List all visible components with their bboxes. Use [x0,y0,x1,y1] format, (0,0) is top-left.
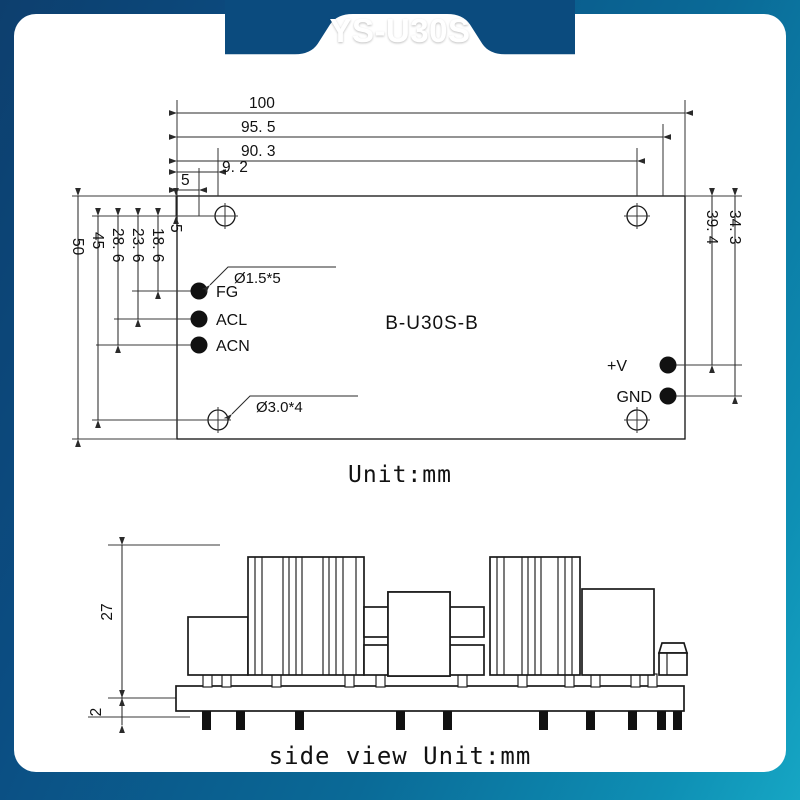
dimlabel-edge-to-hole: 5 [181,172,190,189]
pcb-substrate [175,685,685,712]
component-heatsink-right [489,556,581,676]
page-title: YS-U30S [329,12,471,49]
dimlabel-overall-length: 100 [249,95,275,112]
top-view-board [176,195,686,440]
part-number-label: B-U30S-B [385,313,479,334]
component-capacitor-left [187,616,249,676]
dimlabel-overall-width: 50 [69,238,86,256]
mount-hole-top-right [624,203,650,229]
pinlabel-acn: ACN [216,338,250,355]
dimlabel-acl-position: 23. 6 [129,228,146,262]
component-small-right [657,642,689,676]
component-heatsink-left [247,556,365,676]
callout-mount-hole: Ø3.0*4 [223,395,358,423]
dimlabel-top-edge-hole: 5 [167,224,184,233]
pinlabel-acl: ACL [216,312,247,329]
dimlabel-gnd-position: 39. 4 [703,210,720,245]
side-view: 27 2 [88,537,689,733]
side-view-caption: side view Unit:mm [268,742,532,770]
dimlabel-pad-span: 90. 3 [241,143,275,160]
pad-plus-v [659,356,677,374]
dimlabel-hole-span: 95. 5 [241,119,275,136]
component-capacitor-right [581,588,655,676]
pinlabel-plus-v: +V [607,358,627,375]
dimlabel-hole-span-v: 45 [89,232,106,249]
pinlabel-fg: FG [216,284,238,301]
component-standoffs [202,673,658,688]
input-pins: FG ACL ACN [190,282,250,355]
pinlabel-gnd: GND [616,389,652,406]
dimlabel-fg-position: 18. 6 [149,228,166,262]
pad-acl [190,310,208,328]
mount-hole-bottom-left [205,407,231,433]
dimlabel-acn-position: 28. 6 [109,228,126,262]
top-view-extension-lines [72,100,742,440]
component-transformer [363,591,485,677]
callout-label-mount-hole: Ø3.0*4 [256,399,303,416]
callout-label-pin-hole: Ø1.5*5 [234,270,281,287]
pad-gnd [659,387,677,405]
right-dimensions: 39. 4 34. 3 [703,188,743,404]
top-view-unit-caption: Unit:mm [348,462,452,488]
horizontal-dimensions: 100 95. 5 90. 3 9. 2 5 [169,95,693,193]
vertical-dimensions: 50 45 28. 6 23. 6 18. 6 5 [69,188,184,447]
dimlabel-plusv-position: 34. 3 [726,210,743,244]
pcb-leads [202,711,682,730]
mount-hole-bottom-right [624,407,650,433]
pad-acn [190,336,208,354]
dimlabel-body-height: 27 [99,603,116,620]
output-pins: +V GND [607,356,677,406]
callout-pin-hole: Ø1.5*5 [201,266,336,294]
mount-hole-top-left [212,203,238,229]
dimlabel-edge-to-pin: 9. 2 [222,159,248,176]
pad-fg [190,282,208,300]
dimlabel-pin-length: 2 [88,708,105,717]
